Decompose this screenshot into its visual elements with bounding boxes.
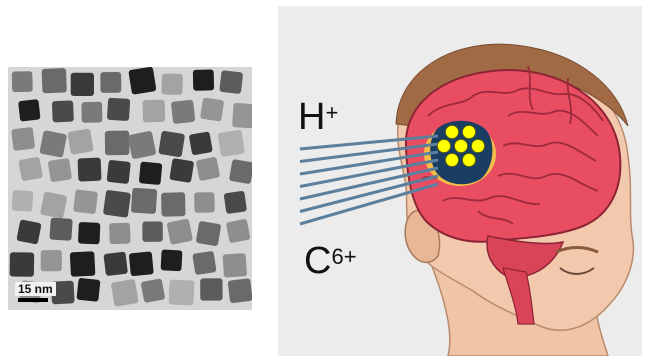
- nanoparticle: [463, 126, 476, 139]
- nanoparticle: [463, 154, 476, 167]
- tem-micrograph: 15 nm: [8, 67, 252, 310]
- nanocube: [16, 219, 41, 244]
- nanocube: [40, 191, 67, 218]
- nanocube: [196, 157, 221, 182]
- nanocube: [39, 130, 67, 158]
- nanoparticle: [455, 140, 468, 153]
- nanocube: [11, 127, 35, 151]
- nanocube: [171, 100, 195, 124]
- nanocube: [78, 158, 102, 182]
- nanocube-field: [8, 67, 252, 310]
- nanocube: [105, 131, 130, 156]
- nanocube: [222, 253, 247, 278]
- carbon-charge: 6+: [331, 244, 356, 269]
- proton-charge: +: [325, 100, 338, 125]
- nanocube: [103, 190, 131, 218]
- nanocube: [217, 130, 244, 157]
- nanocube: [193, 69, 214, 90]
- nanocube: [103, 252, 128, 277]
- scale-bar-label: 15 nm: [15, 282, 56, 296]
- nanocube: [142, 221, 163, 242]
- nanocube: [219, 70, 243, 94]
- nanocube: [189, 131, 213, 155]
- nanocube: [161, 192, 185, 216]
- nanocube: [169, 158, 194, 183]
- nanocube: [18, 157, 43, 182]
- nanocube: [73, 189, 98, 214]
- nanocube: [169, 280, 195, 306]
- nanocube: [158, 131, 185, 158]
- nanocube: [81, 102, 102, 123]
- nanoparticle: [446, 126, 459, 139]
- nanocube: [200, 97, 224, 121]
- nanocube: [228, 278, 252, 303]
- nanocube: [52, 100, 74, 122]
- nanocube: [12, 71, 33, 92]
- nanocube: [167, 218, 194, 245]
- nanocube: [196, 221, 222, 247]
- nanocube: [18, 99, 41, 122]
- nanocube: [78, 222, 100, 244]
- nanocube: [224, 191, 247, 214]
- nanocube: [128, 131, 157, 160]
- carbon-label: C6+: [304, 242, 357, 280]
- nanocube: [161, 74, 182, 95]
- nanocube: [226, 219, 251, 244]
- nanoparticle: [472, 140, 485, 153]
- nanocube: [131, 188, 157, 214]
- nanocube: [49, 218, 72, 241]
- nanocube: [109, 223, 131, 245]
- nanocube: [194, 192, 215, 213]
- nanocube: [48, 158, 72, 182]
- nanocube: [232, 103, 252, 129]
- nanocube: [111, 279, 139, 307]
- nanocube: [192, 251, 216, 275]
- head-illustration: H+ C6+: [278, 6, 642, 356]
- nanocube: [107, 160, 131, 184]
- nanocube: [41, 250, 62, 271]
- nanocube: [229, 159, 252, 184]
- nanocube: [161, 249, 183, 271]
- nanocube: [141, 278, 166, 303]
- nanocube: [142, 100, 165, 123]
- nanocube: [10, 252, 35, 277]
- nanocube: [200, 278, 222, 300]
- nanocube: [67, 128, 94, 155]
- nanocube: [129, 251, 154, 276]
- nanocube: [42, 68, 67, 93]
- carbon-symbol: C: [304, 240, 331, 282]
- nanocube: [128, 67, 156, 95]
- proton-label: H+: [298, 98, 338, 136]
- proton-symbol: H: [298, 96, 325, 138]
- nanocube: [107, 98, 130, 121]
- nanocube: [11, 190, 33, 212]
- nanoparticle: [438, 140, 451, 153]
- nanocube: [71, 73, 94, 96]
- nanoparticle: [446, 154, 459, 167]
- nanocube: [139, 161, 163, 185]
- nanocube: [100, 72, 121, 93]
- scale-bar: [18, 298, 48, 302]
- nanocube: [70, 251, 96, 277]
- nanocube: [76, 278, 100, 302]
